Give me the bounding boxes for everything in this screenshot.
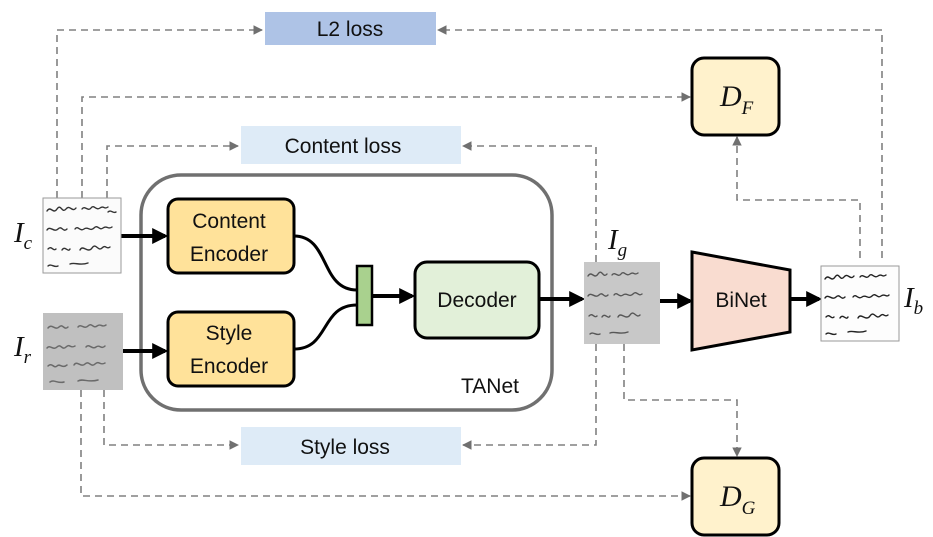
l2-loss-label: L2 loss [317,18,384,41]
ic-sub: c [24,233,33,254]
ib-sub: b [914,298,924,319]
l2-loss-box: L2 loss [265,12,436,45]
ic-to-content-loss [106,141,239,198]
ib-main: I [903,282,915,314]
style-loss-box: Style loss [241,427,461,465]
merge-curves [293,234,358,351]
content-merge-curve [293,234,358,292]
binet-label: BiNet [715,289,767,312]
dashed-connections [56,25,883,501]
ir-label: Ir [13,331,32,368]
ib-label: Ib [903,282,923,319]
decoder-box: Decoder [413,260,541,340]
ic-to-l2-loss [56,25,263,198]
discriminator-df: DF [690,56,781,137]
ig-to-style-loss [462,344,597,450]
content-encoder-line2: Encoder [190,243,268,266]
df-label: DF [719,80,754,119]
dg-main: D [719,480,742,513]
df-sub: F [741,98,754,119]
ir-image [43,313,123,390]
ib-to-df [732,136,861,258]
style-merge-curve [293,303,358,351]
style-encoder-box: Style Encoder [166,310,296,388]
content-encoder-box: Content Encoder [166,197,296,275]
ig-sub: g [618,240,628,261]
content-encoder-line1: Content [192,210,266,233]
tanet-container [139,173,554,412]
concat-block [355,264,374,327]
ig-to-content-loss [462,141,597,262]
ig-image [584,262,660,344]
decoder-label: Decoder [437,289,516,312]
df-main: D [719,80,742,113]
ig-main: I [607,224,619,256]
ic-main: I [13,217,25,249]
content-loss-label: Content loss [285,135,402,158]
ig-to-dg [623,344,742,457]
discriminator-dg: DG [690,456,781,537]
dg-label: DG [719,480,756,519]
ir-sub: r [24,347,32,368]
style-encoder-line2: Encoder [190,355,268,378]
content-loss-box: Content loss [241,126,461,164]
solid-arrows [121,228,823,359]
ir-main: I [13,331,25,363]
dg-sub: G [742,498,756,519]
ic-to-df [81,92,691,198]
ic-image [42,197,122,274]
style-encoder-line1: Style [206,322,253,345]
ir-to-style-loss [103,390,239,450]
ig-label: Ig [607,224,627,261]
ic-label: Ic [13,217,33,254]
ib-image [820,265,900,342]
ib-to-l2-loss [437,25,883,258]
tanet-label: TANet [461,375,519,398]
binet-block: BiNet [690,250,792,352]
style-loss-label: Style loss [300,436,390,459]
